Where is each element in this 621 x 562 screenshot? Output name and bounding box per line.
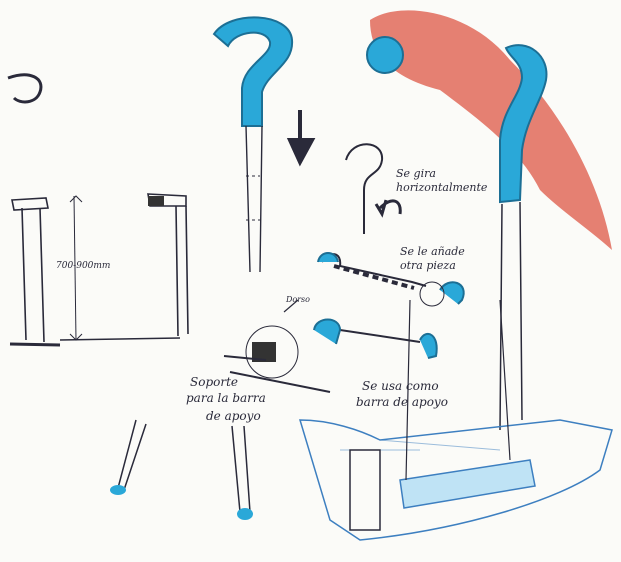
support-label-2: para la barra — [186, 392, 266, 405]
use-label-1: Se usa como — [362, 380, 439, 393]
add-label-1: Se le añade — [400, 246, 465, 258]
use-label-2: barra de apoyo — [356, 396, 448, 409]
add-label-2: otra pieza — [400, 260, 456, 272]
support-label-3: de apoyo — [206, 410, 261, 423]
rotate-label-1: Se gira — [396, 168, 436, 180]
dimension-label: 700-900mm — [56, 262, 110, 271]
support-label-1: Soporte — [190, 376, 238, 389]
rotate-label-2: horizontalmente — [396, 182, 487, 194]
tag-label: Dorso — [286, 296, 310, 304]
frame-grip-dark — [148, 196, 164, 206]
